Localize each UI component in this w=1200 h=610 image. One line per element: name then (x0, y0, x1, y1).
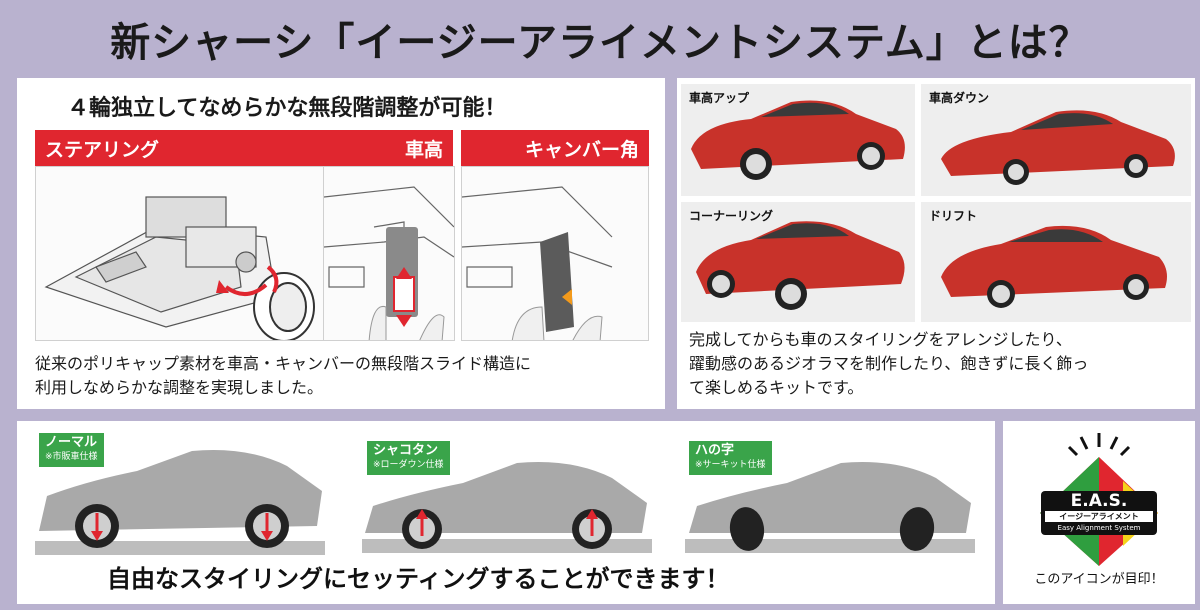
height-label: 車高 (323, 130, 453, 166)
eas-logo-main: E.A.S. (1070, 491, 1128, 511)
styling-caption-line1: 完成してからも車のスタイリングをアレンジしたり、 (689, 330, 1072, 349)
page-title: 新シャーシ「イージーアライメントシステム」とは？ (110, 20, 1090, 66)
setting-silhouettes (35, 450, 975, 555)
photo-height-down: 車高ダウン (921, 84, 1191, 196)
height-illustration (323, 166, 455, 341)
photo-height-up: 車高アップ (681, 84, 915, 196)
style-tag-camber: ハの字 ※サーキット仕様 (689, 441, 772, 475)
photo-label: 車高ダウン (929, 91, 990, 105)
style-tag-normal: ノーマル ※市販車仕様 (39, 433, 104, 467)
eas-logo-kana: イージーアライメント (1059, 512, 1139, 521)
styling-caption-line2: 躍動感のあるジオラマを制作したり、飽きずに長く飾っ (689, 354, 1089, 373)
eas-logo-en: Easy Alignment System (1057, 524, 1141, 532)
setting-text: 自由なスタイリングにセッティングすることができます！ (107, 565, 730, 593)
camber-illustration (461, 166, 649, 341)
style-name: ハの字 (695, 443, 735, 458)
steering-label: ステアリング (35, 130, 325, 166)
photo-label: ドリフト (929, 209, 978, 223)
setting-panel: ノーマル ※市販車仕様 シャコタン ※ローダウン仕様 ハの字 ※サーキット仕様 … (17, 421, 995, 604)
adjustment-panel: ４輪独立してなめらかな無段階調整が可能！ ステアリング 車高 キャンバー角 (17, 78, 665, 409)
style-sub: ※ローダウン仕様 (373, 460, 444, 470)
style-tag-lowered: シャコタン ※ローダウン仕様 (367, 441, 450, 475)
camber-label: キャンバー角 (461, 130, 649, 166)
photo-label: 車高アップ (689, 91, 750, 105)
steering-illustration (35, 166, 325, 341)
style-name: シャコタン (373, 443, 439, 458)
eas-logo (1040, 433, 1158, 566)
adjustment-heading: ４輪独立してなめらかな無段階調整が可能！ (67, 96, 507, 121)
adjustment-caption-line2: 利用しなめらかな調整を実現しました。 (35, 378, 324, 397)
photo-label: コーナーリング (689, 209, 774, 223)
styling-caption-line3: て楽しめるキットです。 (689, 378, 864, 397)
style-sub: ※サーキット仕様 (695, 460, 766, 470)
styling-panel: 車高アップ 車高ダウン コーナーリング ドリフト 完成してからも車のスタイリング… (677, 78, 1195, 409)
icon-panel: E.A.S. イージーアライメント Easy Alignment System … (1003, 421, 1195, 604)
style-sub: ※市販車仕様 (45, 452, 98, 462)
photo-cornering: コーナーリング (681, 202, 915, 322)
style-name: ノーマル (45, 435, 98, 450)
photo-drift: ドリフト (921, 202, 1191, 322)
adjustment-caption-line1: 従来のポリキャップ素材を車高・キャンバーの無段階スライド構造に (35, 354, 532, 373)
icon-caption: このアイコンが目印！ (1034, 572, 1164, 587)
